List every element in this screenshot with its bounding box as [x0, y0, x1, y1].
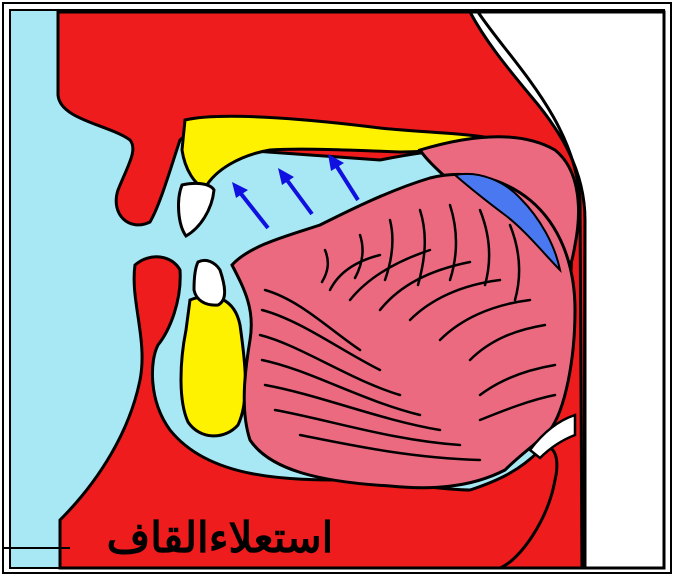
mandible-bone	[181, 296, 245, 436]
diagram-caption: استعلاءالقاف	[70, 508, 370, 568]
